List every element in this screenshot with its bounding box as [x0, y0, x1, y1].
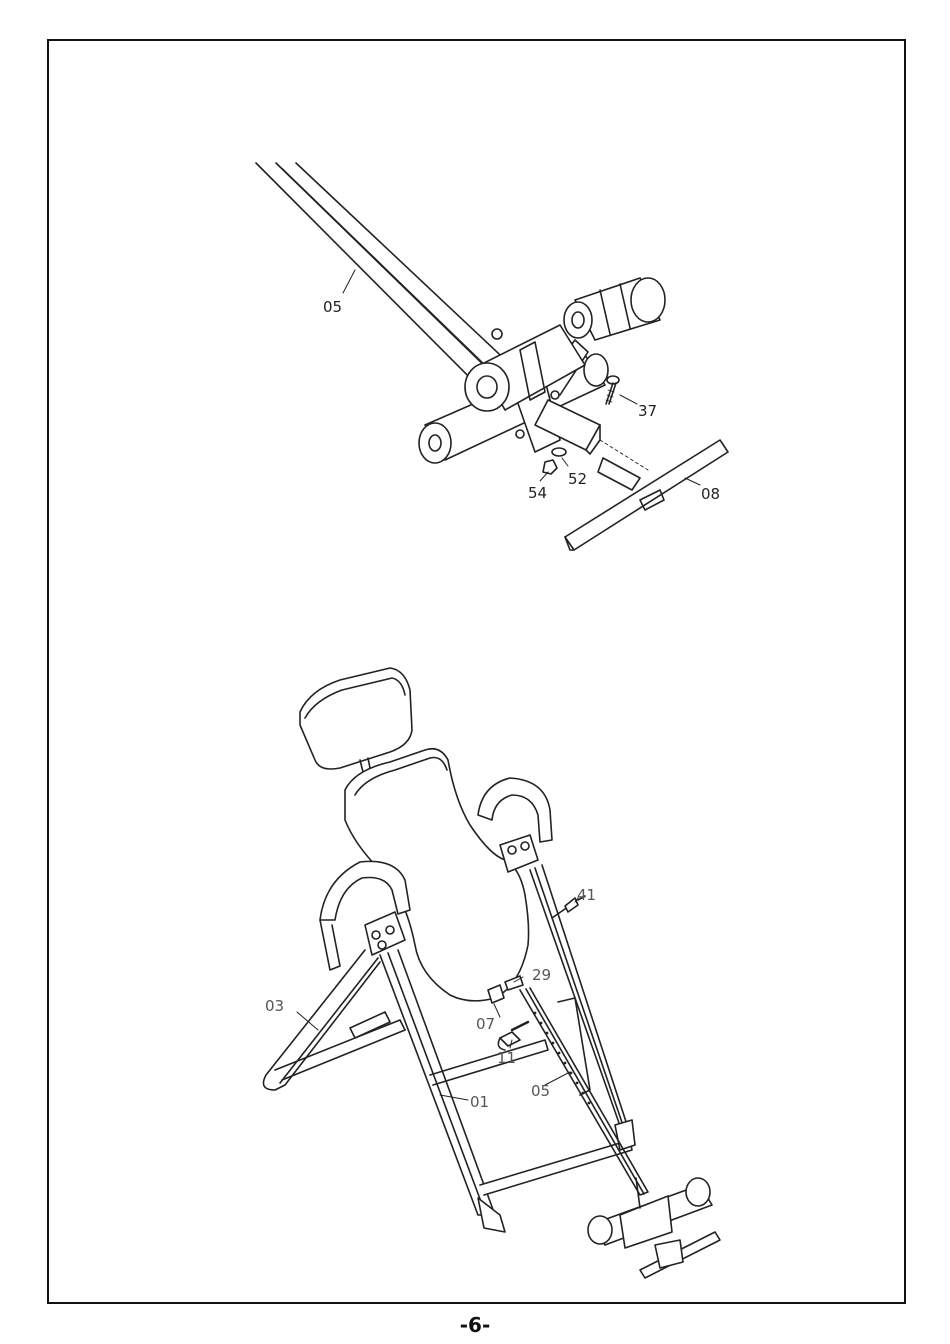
page-number: -6-	[0, 1313, 950, 1337]
label-part-37: 37	[638, 402, 657, 420]
label-part-29: 29	[532, 966, 551, 984]
foot-holder-assembly	[588, 1178, 720, 1278]
washer-52	[552, 448, 566, 456]
label-part-54: 54	[528, 484, 547, 502]
nut-54	[543, 460, 557, 474]
label-part-11: 11	[497, 1049, 516, 1067]
rear-frame-03	[263, 950, 405, 1090]
right-handle	[478, 778, 552, 842]
label-part-05-bottom: 05	[531, 1082, 550, 1100]
label-part-07: 07	[476, 1015, 495, 1033]
label-part-08: 08	[701, 485, 720, 503]
label-part-01: 01	[470, 1093, 489, 1111]
bolt-37	[606, 376, 619, 404]
label-part-05-top: 05	[323, 298, 342, 316]
bottom-assembly-figure	[263, 668, 720, 1278]
label-part-52: 52	[568, 470, 587, 488]
top-assembly-figure	[256, 163, 728, 550]
label-part-03: 03	[265, 997, 284, 1015]
label-part-41: 41	[577, 886, 596, 904]
